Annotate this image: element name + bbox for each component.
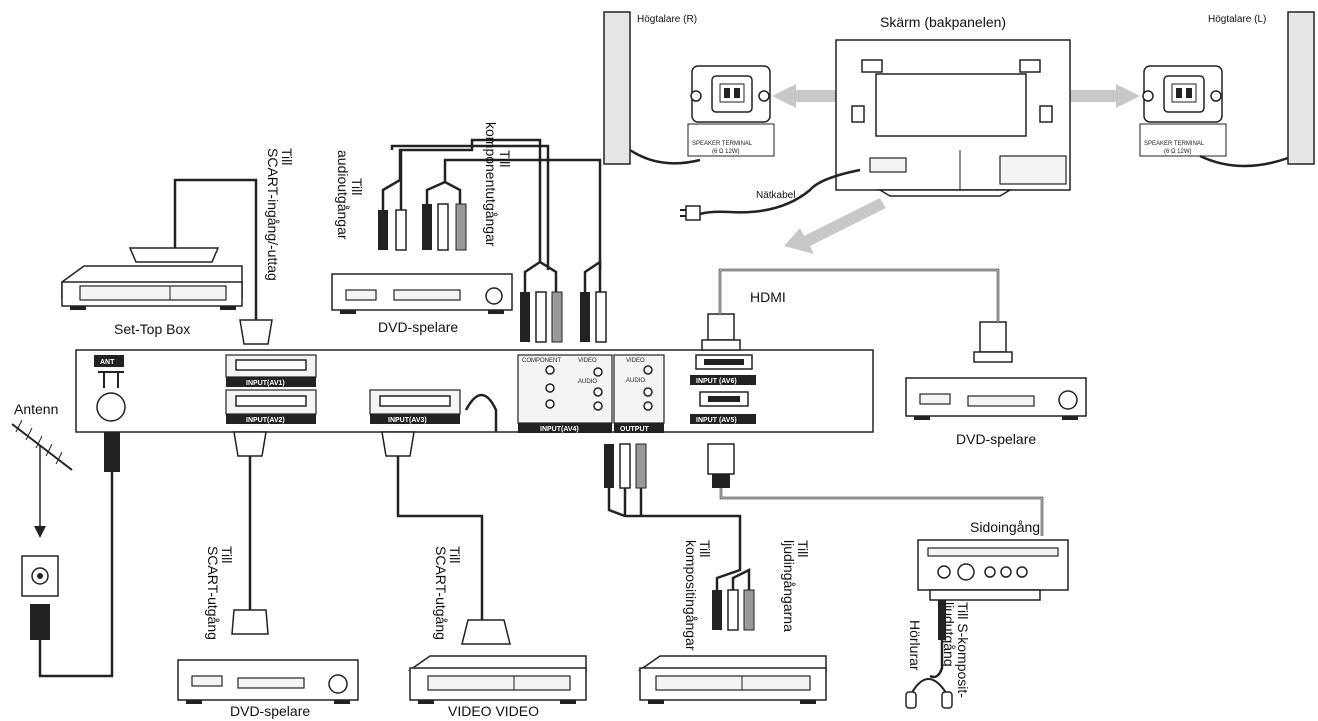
to-composite-in-line1: Till (697, 540, 713, 557)
dvd-right-label: DVD-spelare (956, 431, 1036, 447)
to-audio-out-line2: audioutgångar (335, 150, 351, 240)
power-plug-icon (680, 205, 701, 221)
ant-label: ANT (100, 359, 115, 366)
screen-back (835, 39, 1071, 197)
av1-label: INPUT(AV1) (246, 380, 285, 387)
av5-label: INPUT (AV5) (696, 417, 737, 424)
to-scart-out-left-line1: Till (219, 546, 235, 563)
to-component-out-line2: komponentutgångar (483, 122, 499, 247)
to-audio-in-line2: ljudingångarna (781, 540, 797, 632)
av2-label: INPUT(AV2) (246, 417, 285, 424)
hdmi-connector-icon (701, 313, 1013, 363)
output-audio-label: AUDIO (626, 378, 645, 384)
rca-plug-icon (378, 203, 467, 251)
av4-video-label: VIDEO (578, 358, 597, 364)
antenna-cable (30, 432, 120, 678)
to-composite-in-line2: kompositingångar (683, 540, 699, 651)
scart-cable-av3 (396, 442, 484, 620)
to-scart-out-left-line2: SCART-utgång (205, 546, 221, 640)
audio-cable-top (381, 138, 542, 262)
scart-connector-icon (128, 247, 273, 345)
dvd-player-top (331, 273, 513, 314)
to-audio-out-line1: Till (349, 178, 365, 195)
to-scart-io-line2: SCART-ingång/-uttag (265, 148, 281, 281)
dvd-player-right (905, 377, 1087, 420)
arrow-to-panel (784, 198, 886, 254)
side-input-panel (917, 539, 1069, 601)
component-cable-top-b (390, 144, 550, 270)
antenna-jack (96, 392, 126, 422)
hdmi-label: HDMI (750, 289, 786, 305)
dvd-top-label: DVD-spelare (378, 319, 458, 335)
component-cable-top (425, 158, 602, 270)
to-scart-out-mid-line1: Till (447, 546, 463, 563)
output-label: OUTPUT (620, 426, 650, 433)
side-input-label: Sidoingång (970, 519, 1040, 535)
antenna-label: Antenn (14, 401, 58, 417)
power-cable: Nätkabel (680, 168, 861, 221)
wall-socket-icon (21, 555, 59, 597)
av4-label: INPUT(AV4) (540, 426, 579, 433)
video-label: VIDEO VIDEO (448, 703, 539, 719)
to-component-out-line1: Till (497, 150, 513, 167)
ant-tag (94, 355, 124, 367)
to-scart-io-line1: Till (279, 148, 295, 165)
speaker-left (1287, 11, 1315, 165)
component-label: COMPONENT (522, 358, 561, 364)
dvd-player-bottom (177, 659, 359, 704)
speaker-terminal-left-impedance: (6 Ω 12W) (1164, 149, 1192, 155)
av3-label: INPUT(AV3) (388, 417, 427, 424)
speaker-terminal-right-impedance: (6 Ω 12W) (712, 149, 740, 155)
antenna-icon (11, 419, 73, 538)
to-s-composite-line1: Till S-komposit- (955, 602, 971, 698)
headphones-icon (905, 600, 953, 709)
speaker-terminal-left: SPEAKER TERMINAL (6 Ω 12W) (1139, 65, 1289, 168)
speaker-terminal-left-text: SPEAKER TERMINAL (1144, 141, 1205, 147)
to-audio-in-line1: Till (795, 540, 811, 557)
av4-plugs (520, 259, 607, 343)
set-top-box (61, 265, 243, 310)
to-scart-out-mid-line2: SCART-utgång (433, 546, 449, 640)
tv-connection-panel: ANT INPUT(AV1) INPUT(AV2) INPUT(AV3) COM… (75, 349, 874, 433)
video-recorder-right (637, 655, 827, 704)
composite-cable (607, 488, 742, 590)
av4-audio-label: AUDIO (578, 379, 597, 385)
av6-label: INPUT (AV6) (696, 378, 737, 385)
speaker-terminal-right: SPEAKER TERMINAL (6 Ω 12W) (629, 65, 775, 165)
video-recorder (407, 655, 587, 704)
speaker-left-label: Högtalare (L) (1208, 14, 1266, 25)
av5-connector (707, 443, 735, 488)
output-video-label: VIDEO (626, 358, 645, 364)
speaker-right (603, 11, 631, 165)
speaker-terminal-right-text: SPEAKER TERMINAL (692, 141, 753, 147)
headphones-label: Hörlurar (907, 620, 923, 671)
scart-cable-stb (173, 178, 258, 320)
dvd-bottom-label: DVD-spelare (230, 703, 310, 719)
speaker-right-label: Högtalare (R) (637, 14, 697, 25)
arrow-to-right-speaker (772, 84, 840, 108)
set-top-box-label: Set-Top Box (114, 321, 190, 337)
power-cable-label: Nätkabel (756, 190, 795, 201)
screen-back-label: Skärm (bakpanelen) (880, 14, 1006, 30)
arrow-to-left-speaker (1070, 84, 1140, 108)
